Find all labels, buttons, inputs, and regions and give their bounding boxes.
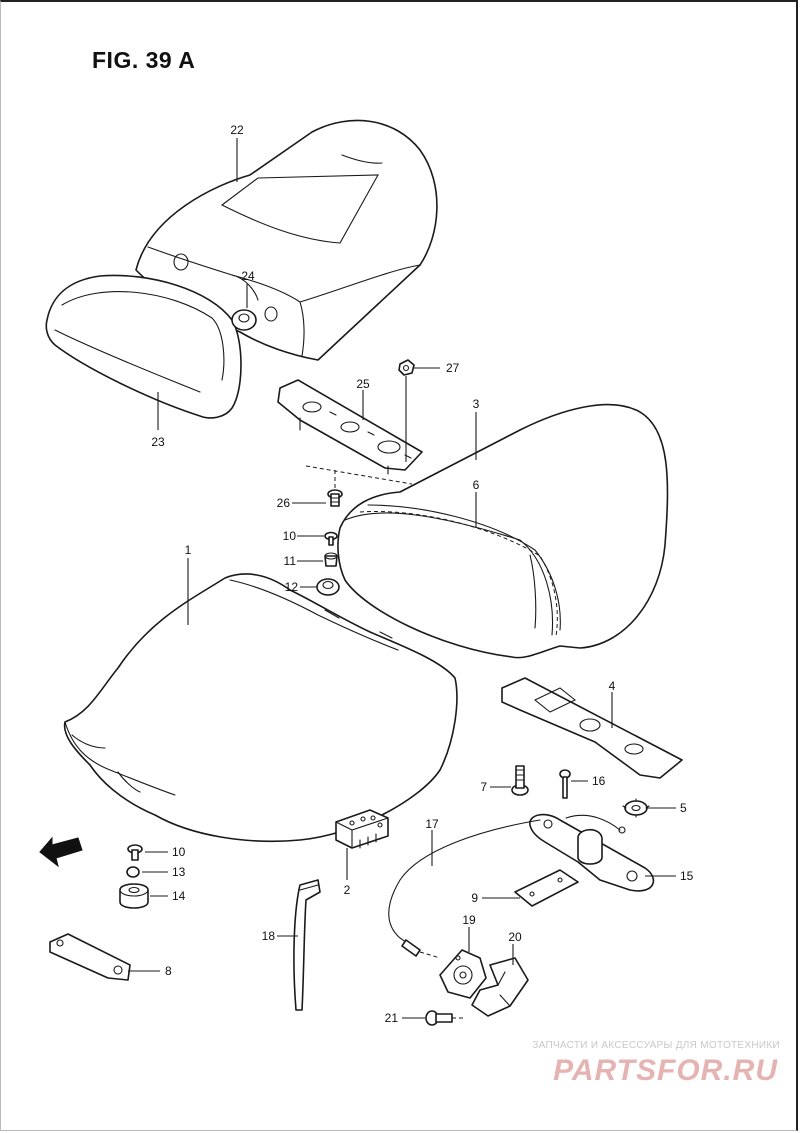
figure-title: FIG. 39 A xyxy=(92,47,196,73)
part-label-23: 23 xyxy=(151,435,165,449)
bolt-26-drawing xyxy=(327,489,343,507)
part-label-7: 7 xyxy=(480,780,487,794)
seat-bracket-4-drawing xyxy=(501,677,683,779)
part-label-8: 8 xyxy=(165,964,172,978)
lock-cable-17-drawing xyxy=(388,819,541,959)
collar-11-drawing xyxy=(324,552,338,567)
cushion-14-drawing xyxy=(119,883,149,909)
part-label-4: 4 xyxy=(609,679,616,693)
screw-10-lower-drawing xyxy=(127,844,143,861)
bracket-plate-25-drawing xyxy=(277,379,423,475)
part-label-1: 1 xyxy=(185,543,192,557)
part-label-10-upper: 10 xyxy=(283,529,297,543)
watermark-logo-text: PARTSFOR.RU xyxy=(553,1054,778,1087)
part-label-16: 16 xyxy=(592,774,606,788)
part-label-26: 26 xyxy=(277,496,291,510)
cushion-12-drawing xyxy=(316,578,340,596)
screw-10-upper-drawing xyxy=(324,531,338,546)
part-label-25: 25 xyxy=(356,377,370,391)
part-label-27: 27 xyxy=(446,361,460,375)
leader-lines xyxy=(128,138,676,1019)
part-label-22: 22 xyxy=(230,123,244,137)
nut-27-drawing xyxy=(398,359,415,376)
plate-9-drawing xyxy=(514,869,579,907)
cowl-pad-drawing xyxy=(45,274,242,419)
part-label-3: 3 xyxy=(473,397,480,411)
screw-21-drawing xyxy=(425,1010,465,1026)
part-label-18: 18 xyxy=(262,929,276,943)
lock-cylinder-19-drawing xyxy=(439,949,487,999)
part-label-19: 19 xyxy=(462,913,476,927)
bolt-16-drawing xyxy=(559,769,571,799)
part-label-9: 9 xyxy=(471,891,478,905)
part-label-15: 15 xyxy=(680,869,694,883)
part-label-10-lower: 10 xyxy=(172,845,186,859)
front-seat-drawing xyxy=(63,573,458,843)
watermark-logo: PARTSFOR.RU xyxy=(553,1054,778,1087)
lock-holder-20-drawing xyxy=(471,957,529,1017)
part-label-12: 12 xyxy=(285,580,299,594)
collar-13-drawing xyxy=(126,866,140,878)
part-label-17: 17 xyxy=(425,817,439,831)
part-label-11: 11 xyxy=(284,554,297,568)
part-label-21: 21 xyxy=(385,1011,399,1025)
buffer-2-drawing xyxy=(335,809,389,849)
part-label-5: 5 xyxy=(680,801,687,815)
part-label-20: 20 xyxy=(508,930,522,944)
part-label-13: 13 xyxy=(172,865,186,879)
grommet-24-drawing xyxy=(231,309,257,331)
watermark-tagline: ЗАПЧАСТИ И АКСЕССУАРЫ ДЛЯ МОТОТЕХНИКИ xyxy=(532,1040,780,1051)
part-label-24: 24 xyxy=(241,269,255,283)
rear-seat-drawing xyxy=(337,403,669,659)
bolt-7-drawing xyxy=(511,765,529,796)
part-label-2: 2 xyxy=(344,883,351,897)
bracket-8-drawing xyxy=(49,933,131,981)
washer-5-drawing xyxy=(622,798,650,818)
forward-arrow-label: FWD xyxy=(64,842,81,854)
part-label-6: 6 xyxy=(473,478,480,492)
seat-lock-15-drawing xyxy=(529,813,655,892)
cable-tie-18-drawing xyxy=(293,879,321,1011)
forward-arrow-icon xyxy=(39,836,83,868)
part-label-14: 14 xyxy=(172,889,186,903)
part-number-labels: 1 2 3 4 5 6 7 8 9 10 10 11 12 13 14 15 1… xyxy=(151,123,693,1025)
